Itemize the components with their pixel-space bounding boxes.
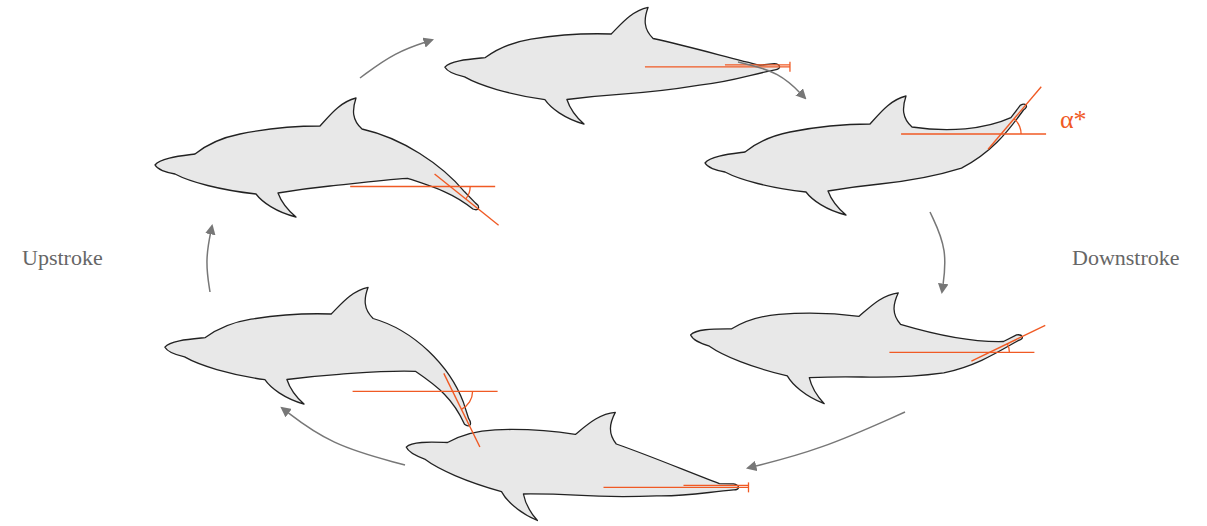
fluke-line bbox=[444, 373, 480, 447]
dolphin-silhouette bbox=[705, 96, 1026, 215]
fluke-line bbox=[725, 64, 790, 65]
dolphin-pose bbox=[155, 98, 499, 225]
cycle-arrows bbox=[207, 40, 945, 468]
phase-label: Upstroke bbox=[22, 246, 103, 270]
fluke-line bbox=[683, 485, 748, 486]
angle-arc bbox=[1007, 344, 1009, 353]
fluke-line bbox=[971, 325, 1045, 361]
dolphin-silhouette bbox=[445, 7, 780, 124]
angle-label: α* bbox=[1060, 106, 1087, 135]
dolphin-silhouette bbox=[165, 287, 471, 426]
angle-arc bbox=[1014, 119, 1021, 134]
angle-arc bbox=[461, 391, 472, 409]
dolphin-silhouette bbox=[406, 412, 738, 520]
dolphin-pose bbox=[705, 87, 1046, 215]
cycle-arrow bbox=[207, 226, 212, 292]
dolphin-pose bbox=[165, 287, 498, 447]
reference-line bbox=[603, 487, 748, 488]
dolphin-pose bbox=[445, 7, 790, 124]
reference-line bbox=[353, 391, 498, 392]
dolphin-silhouette bbox=[155, 98, 479, 217]
dolphin-silhouette bbox=[691, 293, 1023, 404]
reference-line bbox=[889, 352, 1034, 353]
cycle-arrow bbox=[748, 412, 905, 468]
dolphins bbox=[155, 7, 1046, 520]
reference-line bbox=[645, 66, 790, 67]
phase-label: Downstroke bbox=[1072, 246, 1180, 270]
cycle-arrow bbox=[738, 62, 805, 98]
reference-tick bbox=[748, 482, 749, 492]
fluke-line bbox=[435, 174, 499, 225]
dolphin-pose bbox=[691, 293, 1046, 404]
cycle-arrow bbox=[360, 40, 432, 78]
angle-arc bbox=[466, 186, 470, 198]
cycle-arrow bbox=[930, 212, 945, 292]
reference-tick bbox=[789, 62, 790, 72]
fluke-line bbox=[988, 87, 1041, 149]
dolphin-pose bbox=[406, 412, 748, 520]
cycle-arrow bbox=[282, 408, 405, 465]
reference-line bbox=[901, 133, 1046, 134]
reference-line bbox=[350, 186, 495, 187]
